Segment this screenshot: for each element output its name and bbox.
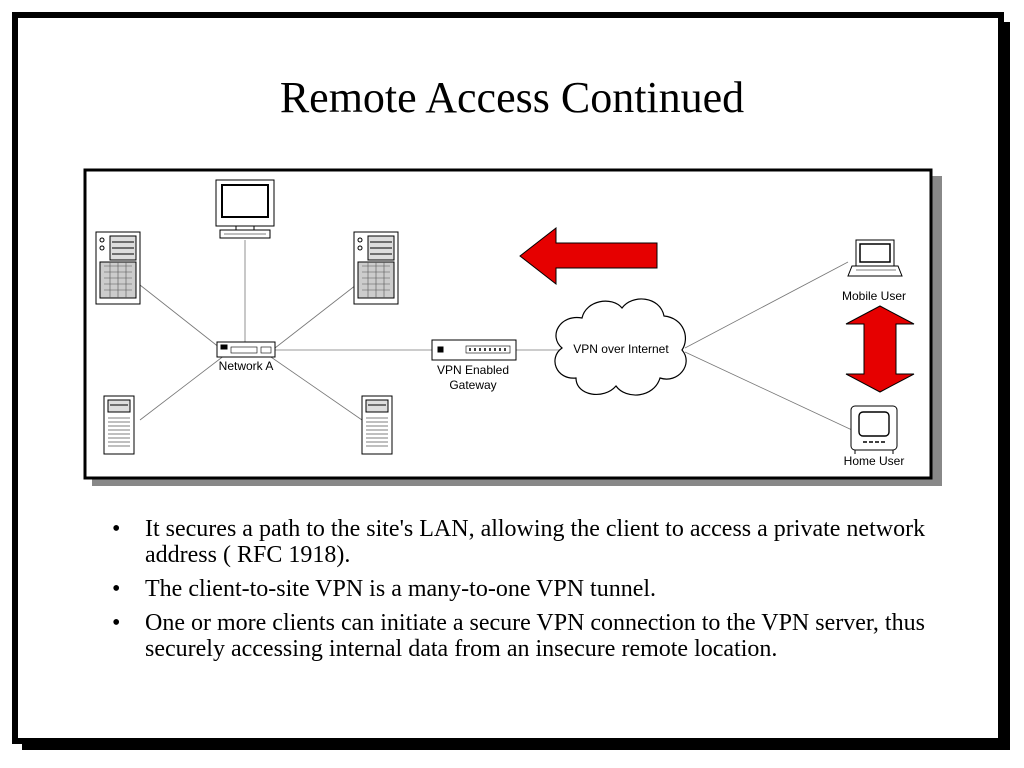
- gateway-icon: [431, 339, 517, 361]
- bullet-marker: •: [112, 516, 121, 542]
- server-icon: [95, 231, 141, 305]
- tower-server-icon: [103, 395, 135, 455]
- home-computer-icon: [850, 405, 898, 454]
- left-arrow-icon: [519, 226, 658, 286]
- bullet-item: • The client-to-site VPN is a many-to-on…: [112, 576, 942, 602]
- mobile-user-label: Mobile User: [842, 289, 906, 303]
- double-arrow-icon: [845, 305, 915, 393]
- tower-server-icon: [361, 395, 393, 455]
- slide-title: Remote Access Continued: [279, 73, 745, 122]
- connection-lines: [139, 240, 853, 431]
- bullet-marker: •: [112, 610, 121, 636]
- diagram-frame: [83, 168, 933, 480]
- gateway-label-line2: Gateway: [449, 378, 496, 392]
- monitor-icon: [215, 179, 275, 239]
- cloud-label: VPN over Internet: [573, 342, 669, 356]
- bullet-marker: •: [112, 576, 121, 602]
- network-a-label: Network A: [219, 359, 274, 373]
- laptop-icon: [847, 239, 903, 277]
- cloud-icon: [554, 298, 687, 396]
- bullet-text: It secures a path to the site's LAN, all…: [145, 516, 926, 568]
- bullet-item: • It secures a path to the site's LAN, a…: [112, 516, 942, 568]
- bullet-item: • One or more clients can initiate a sec…: [112, 610, 942, 662]
- hub-icon: [216, 341, 276, 358]
- bullet-text: The client-to-site VPN is a many-to-one …: [145, 576, 657, 602]
- server-icon: [353, 231, 399, 305]
- bullet-text: One or more clients can initiate a secur…: [145, 610, 925, 662]
- network-diagram: Network A VPN Enabled Gateway VPN over I…: [83, 168, 942, 486]
- bullet-list: • It secures a path to the site's LAN, a…: [112, 516, 942, 670]
- gateway-label-line1: VPN Enabled: [437, 363, 509, 377]
- home-user-label: Home User: [844, 454, 905, 468]
